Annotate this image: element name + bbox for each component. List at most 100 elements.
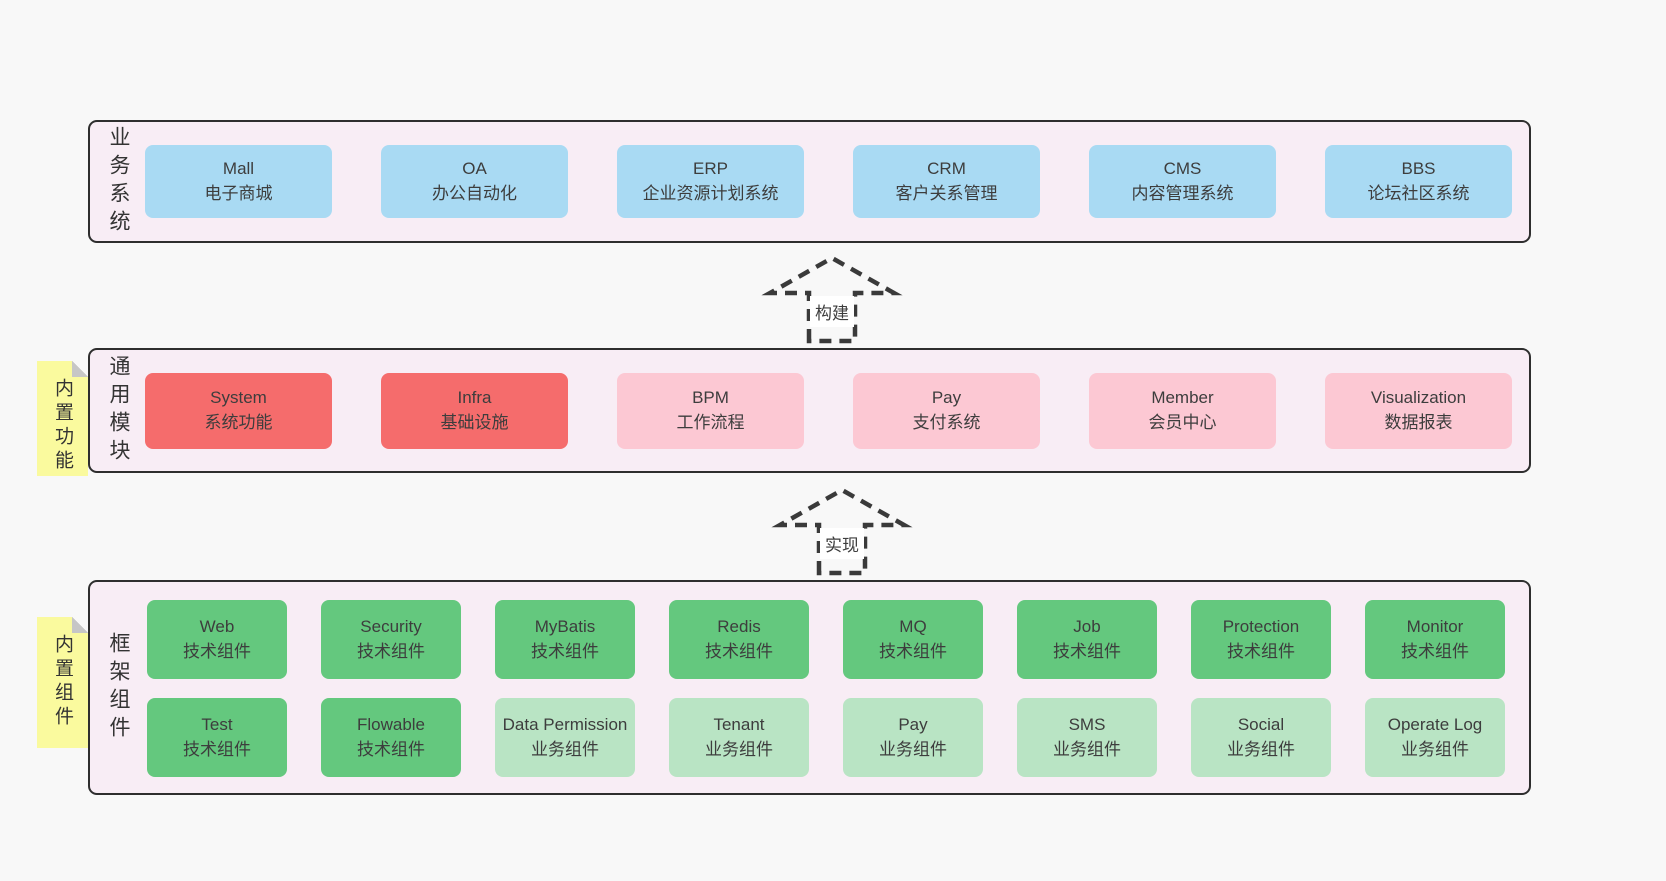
box-title: Redis [717,616,761,636]
box-title: BPM [692,388,729,408]
box-subtitle: 系统功能 [204,413,273,432]
box-title: MQ [899,616,927,636]
box-title: Security [360,616,422,636]
box-data-permission: Data Permission 业务组件 [495,698,635,777]
box-subtitle: 技术组件 [705,641,773,661]
box-mall: Mall 电子商城 [145,145,332,218]
box-subtitle: 基础设施 [440,413,509,432]
box-title: OA [462,158,487,178]
box-subtitle: 技术组件 [357,641,425,661]
box-title: Visualization [1370,388,1467,408]
box-title: Data Permission [502,714,628,734]
box-flowable: Flowable 技术组件 [321,698,461,777]
box-title: Operate Log [1387,714,1483,734]
box-subtitle: 客户关系管理 [895,183,998,203]
box-title: System [210,388,267,408]
box-subtitle: 业务组件 [531,739,599,759]
box-subtitle: 技术组件 [879,641,947,661]
box-subtitle: 技术组件 [1227,641,1295,661]
arrow-build-label: 构建 [810,296,854,327]
box-erp: ERP 企业资源计划系统 [617,145,804,218]
box-title: MyBatis [534,616,596,636]
framework-box-row-2: Test 技术组件 Flowable 技术组件 Data Permission … [147,698,1505,777]
box-title: Social [1237,714,1285,734]
modules-box-row: System 系统功能 Infra 基础设施 BPM 工作流程 Pay 支付系统… [145,373,1512,449]
sticky-fold-icon [72,361,88,377]
box-mq: MQ 技术组件 [843,600,983,679]
box-title: Test [201,714,233,734]
box-subtitle: 企业资源计划系统 [642,183,779,203]
box-title: Infra [457,388,492,408]
box-title: Tenant [713,714,765,734]
box-title: BBS [1401,158,1436,178]
panel-label-common-modules: 通用模块 [107,354,130,467]
box-subtitle: 技术组件 [1053,641,1121,661]
box-title: Pay [898,714,928,734]
sticky-label: 内置组件 [52,634,73,730]
panel-common-modules: 通用模块 System 系统功能 Infra 基础设施 BPM 工作流程 Pay… [88,348,1531,473]
box-title: Member [1151,388,1214,408]
box-bpm: BPM 工作流程 [617,373,804,449]
box-subtitle: 业务组件 [1401,739,1469,759]
box-subtitle: 支付系统 [912,413,981,432]
box-subtitle: 业务组件 [879,739,947,759]
box-security: Security 技术组件 [321,600,461,679]
box-subtitle: 技术组件 [183,641,251,661]
box-pay-system: Pay 支付系统 [853,373,1040,449]
box-title: Flowable [356,714,426,734]
box-sms: SMS 业务组件 [1017,698,1157,777]
box-operate-log: Operate Log 业务组件 [1365,698,1505,777]
box-title: CRM [927,158,966,178]
sticky-note-builtin-features: 内置功能 [37,361,88,476]
box-subtitle: 业务组件 [1053,739,1121,759]
sticky-note-builtin-components: 内置组件 [37,617,88,748]
box-redis: Redis 技术组件 [669,600,809,679]
box-crm: CRM 客户关系管理 [853,145,1040,218]
box-cms: CMS 内容管理系统 [1089,145,1276,218]
box-job: Job 技术组件 [1017,600,1157,679]
arrow-implement: 实现 [770,486,914,576]
arrow-build: 构建 [760,254,904,344]
box-system: System 系统功能 [145,373,332,449]
panel-label-framework-components: 框架组件 [107,631,130,744]
box-subtitle: 办公自动化 [432,183,517,203]
box-test: Test 技术组件 [147,698,287,777]
box-visualization: Visualization 数据报表 [1325,373,1512,449]
box-title: Protection [1222,616,1300,636]
box-subtitle: 内容管理系统 [1131,183,1234,203]
box-subtitle: 业务组件 [1227,739,1295,759]
sticky-label: 内置功能 [52,378,73,474]
box-bbs: BBS 论坛社区系统 [1325,145,1512,218]
box-pay-component: Pay 业务组件 [843,698,983,777]
arrow-implement-label: 实现 [820,528,864,559]
business-box-row: Mall 电子商城 OA 办公自动化 ERP 企业资源计划系统 CRM 客户关系… [145,145,1512,218]
box-tenant: Tenant 业务组件 [669,698,809,777]
box-member: Member 会员中心 [1089,373,1276,449]
box-subtitle: 工作流程 [676,413,745,432]
box-title: Mall [222,158,255,178]
box-protection: Protection 技术组件 [1191,600,1331,679]
box-subtitle: 技术组件 [183,739,251,759]
panel-framework-components: 框架组件 Web 技术组件 Security 技术组件 MyBatis 技术组件… [88,580,1531,795]
panel-label-business-systems: 业务系统 [107,125,130,238]
box-mybatis: MyBatis 技术组件 [495,600,635,679]
box-title: Web [199,616,235,636]
framework-box-row-1: Web 技术组件 Security 技术组件 MyBatis 技术组件 Redi… [147,600,1505,679]
box-title: SMS [1068,714,1106,734]
box-subtitle: 技术组件 [531,641,599,661]
box-subtitle: 论坛社区系统 [1367,183,1470,203]
box-web: Web 技术组件 [147,600,287,679]
box-subtitle: 业务组件 [705,739,773,759]
box-social: Social 业务组件 [1191,698,1331,777]
box-subtitle: 电子商城 [204,183,273,203]
box-oa: OA 办公自动化 [381,145,568,218]
arrow-up-icon [771,487,913,576]
box-title: ERP [693,158,728,178]
box-subtitle: 技术组件 [1401,641,1469,661]
box-subtitle: 会员中心 [1148,413,1217,432]
sticky-fold-icon [72,617,88,633]
box-title: Job [1073,616,1101,636]
box-title: Monitor [1406,616,1464,636]
panel-business-systems: 业务系统 Mall 电子商城 OA 办公自动化 ERP 企业资源计划系统 CRM… [88,120,1531,243]
